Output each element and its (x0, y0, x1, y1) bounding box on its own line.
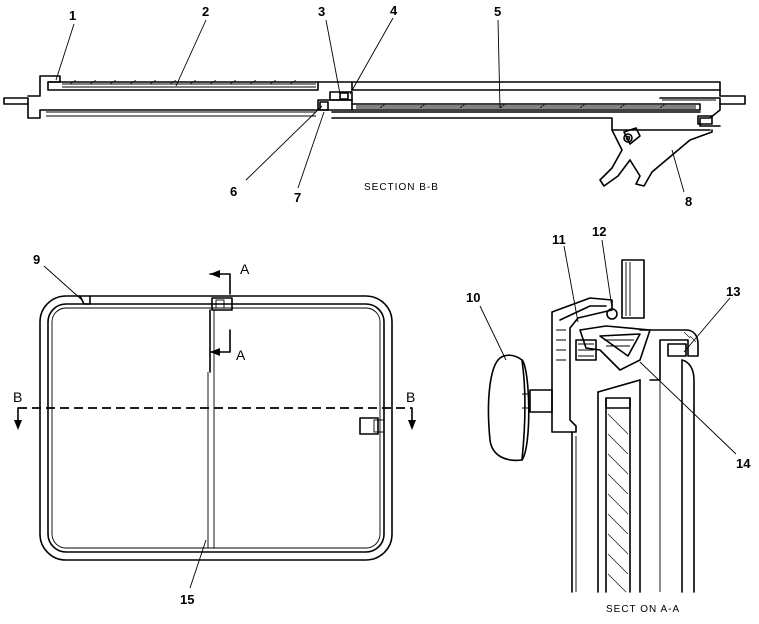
callout-4: 4 (390, 3, 398, 18)
callout-2: 2 (202, 4, 209, 19)
callout-10: 10 (466, 290, 480, 305)
callout-12: 12 (592, 224, 606, 239)
leaders-aa (479, 239, 737, 455)
section-mark-a-bottom: A (236, 347, 246, 363)
callout-13: 13 (726, 284, 740, 299)
section-bb-view (3, 75, 746, 187)
front-view (39, 295, 393, 561)
caption-section-aa: SECT ON A-A (606, 604, 680, 615)
leaders-front (43, 265, 207, 589)
section-mark-b-right: B (406, 389, 415, 405)
callout-8: 8 (685, 194, 692, 209)
callout-11: 11 (552, 232, 566, 247)
section-aa-view (487, 259, 699, 593)
leaders-bb (55, 17, 685, 193)
callout-5: 5 (494, 4, 501, 19)
section-cut-bb (14, 407, 416, 430)
section-mark-b-left: B (13, 389, 22, 405)
callout-15: 15 (180, 592, 194, 607)
section-mark-a-top: A (240, 261, 250, 277)
callout-9: 9 (33, 252, 40, 267)
callout-3: 3 (318, 4, 325, 19)
callout-1: 1 (69, 8, 76, 23)
callout-6: 6 (230, 184, 237, 199)
section-cut-aa (209, 270, 231, 356)
callout-7: 7 (294, 190, 301, 205)
caption-section-bb: SECTION B-B (364, 182, 439, 193)
callout-14: 14 (736, 456, 751, 471)
